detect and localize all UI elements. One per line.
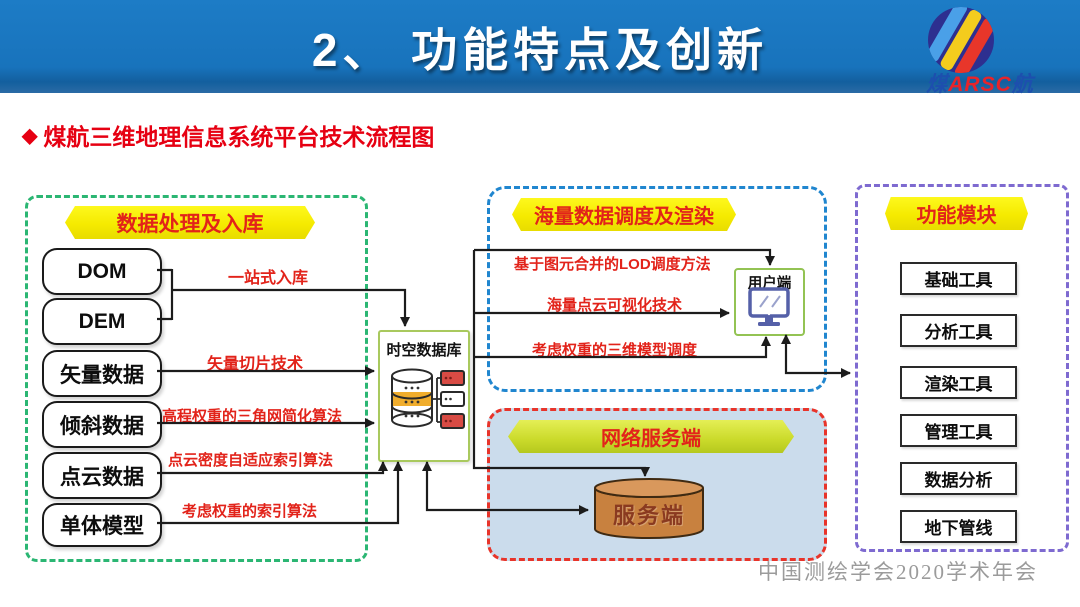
method-label-lod: 基于图元合并的LOD调度方法 xyxy=(514,256,711,273)
watermark: 中国测绘学会2020学术年会 xyxy=(758,560,1038,584)
data-processing-group-box xyxy=(25,195,368,562)
module-item-basic-tools: 基础工具 xyxy=(900,262,1017,295)
banner-function-modules: 功能模块 xyxy=(885,197,1028,230)
source-box-oblique: 倾斜数据 xyxy=(42,401,162,448)
method-label-model: 考虑权重的三维模型调度 xyxy=(532,342,698,359)
server-label: 服务端 xyxy=(612,503,685,528)
module-item-data-analysis: 数据分析 xyxy=(900,462,1017,495)
header-banner: 2、 功能特点及创新 煤ARSC航 xyxy=(0,0,1080,96)
database-label: 时空数据库 xyxy=(386,342,462,359)
page-title: 2、 功能特点及创新 xyxy=(311,24,769,76)
source-box-pointcloud: 点云数据 xyxy=(42,452,162,499)
subtitle-text: 煤航三维地理信息系统平台技术流程图 xyxy=(43,124,435,150)
module-item-render-tools: 渲染工具 xyxy=(900,366,1017,399)
flow-label-tin: 高程权重的三角网简化算法 xyxy=(162,408,343,425)
source-box-model: 单体模型 xyxy=(42,503,162,547)
module-item-pipelines: 地下管线 xyxy=(900,510,1017,543)
method-label-pointcloud: 海量点云可视化技术 xyxy=(547,297,683,314)
source-box-vector: 矢量数据 xyxy=(42,350,162,397)
flow-label-onestop: 一站式入库 xyxy=(228,270,309,287)
source-box-dem: DEM xyxy=(42,298,162,345)
flow-label-pc-index: 点云密度自适应索引算法 xyxy=(168,452,334,469)
logo-text-right: 航 xyxy=(1011,73,1034,96)
monitor-icon xyxy=(748,287,790,326)
logo-globe-icon xyxy=(926,3,996,75)
banner-network-service: 网络服务端 xyxy=(508,420,794,453)
banner-dispatch-rendering: 海量数据调度及渲染 xyxy=(512,198,736,231)
source-box-dom: DOM xyxy=(42,248,162,295)
flow-label-slicing: 矢量切片技术 xyxy=(207,356,304,373)
flow-label-wt-index: 考虑权重的索引算法 xyxy=(182,503,318,520)
subtitle: ◆ 煤航三维地理信息系统平台技术流程图 xyxy=(22,118,434,152)
logo-text-mid: ARSC xyxy=(948,73,1012,96)
server-cylinder-icon xyxy=(594,478,704,539)
spatiotemporal-database-box: 时空数据库 xyxy=(378,330,470,462)
logo-text: 煤ARSC航 xyxy=(895,68,1065,98)
logo-text-left: 煤 xyxy=(926,73,949,96)
module-item-manage-tools: 管理工具 xyxy=(900,414,1017,447)
banner-data-processing: 数据处理及入库 xyxy=(65,206,315,239)
module-item-analysis-tools: 分析工具 xyxy=(900,314,1017,347)
database-icon xyxy=(391,368,465,429)
function-modules-group-box xyxy=(855,184,1069,552)
diamond-bullet-icon: ◆ xyxy=(22,124,38,147)
client-box: 用户端 xyxy=(734,268,805,336)
